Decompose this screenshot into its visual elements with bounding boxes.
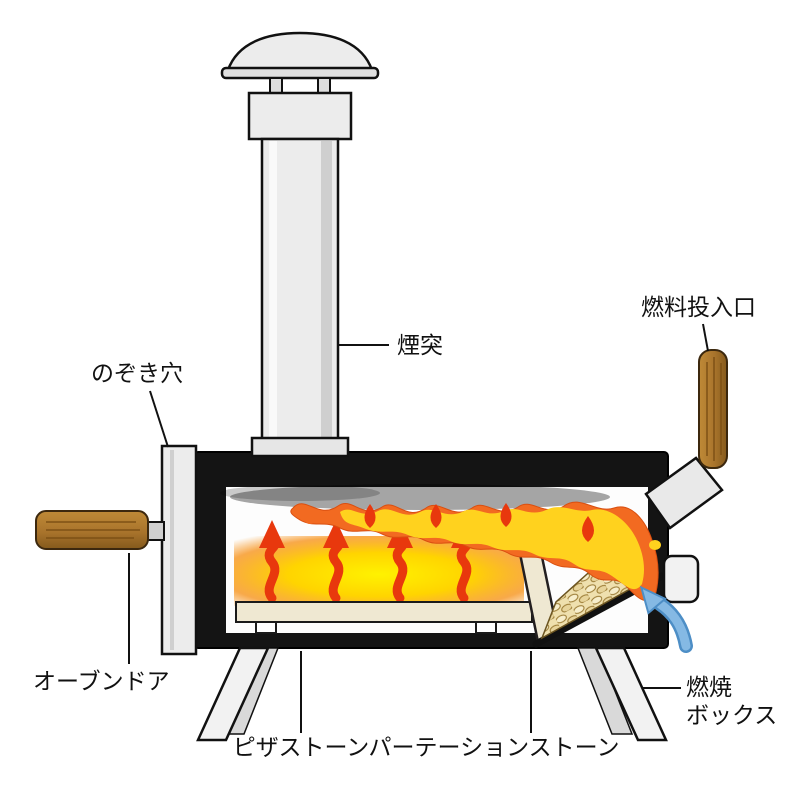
cap-post-left [269, 77, 283, 95]
label-pizza-stone: ピザストーン [233, 734, 370, 760]
left-front-leg [196, 646, 270, 742]
flame-accent [582, 516, 594, 542]
label-combustion-box-line1: 燃焼 [686, 674, 732, 700]
flame-inner [340, 507, 644, 590]
labels-group: 煙突 燃料投入口 のぞき穴 オーブンドア ピザストーン パーテーションストーン … [33, 294, 777, 760]
ash-latch [662, 554, 700, 604]
label-peephole: のぞき穴 [91, 360, 183, 386]
cap-post-right [317, 77, 331, 95]
smoke-haze-2 [220, 485, 380, 501]
pipe-flange [250, 436, 350, 458]
flame-droplet [649, 540, 661, 550]
flame-accent [500, 503, 512, 527]
right-front-leg [594, 646, 668, 742]
label-fuel-inlet: 燃料投入口 [641, 294, 756, 320]
oven-door-group [35, 444, 198, 656]
handle-wood-grain [46, 521, 140, 539]
heat-arrowhead [323, 520, 349, 548]
flames-group [290, 501, 661, 602]
pipe-shadow [321, 141, 332, 450]
leader-lines [128, 323, 709, 733]
flame-accent [364, 504, 376, 528]
air-arrow-tail [655, 599, 691, 651]
pizza-stone [235, 601, 533, 623]
chimney-cap-dome [226, 31, 374, 72]
stone-support-right [475, 621, 497, 634]
air-arrowhead [639, 585, 668, 615]
label-oven-door: オーブンドア [33, 668, 170, 694]
pipe-highlight [269, 141, 277, 450]
label-combustion-box-line2: ボックス [686, 702, 777, 728]
smoke-haze [230, 484, 610, 510]
legs-group [196, 646, 668, 742]
stone-support-left [255, 621, 277, 634]
flame-droplet [305, 516, 315, 524]
oven-door-plate [160, 444, 198, 656]
hopper-wood-grain [706, 357, 722, 461]
air-arrow-group [639, 585, 693, 653]
leader-peephole [149, 390, 169, 448]
leader-fuel-inlet [702, 323, 709, 352]
right-back-leg [576, 647, 634, 735]
chimney-collar [247, 91, 353, 141]
chimney-cap-brim [220, 66, 380, 80]
fuel-hopper-group [644, 349, 728, 604]
fuel-chute [644, 456, 724, 530]
heat-arrowhead [259, 520, 285, 548]
label-partition-stone: パーテーションストーン [369, 734, 620, 760]
label-chimney: 煙突 [397, 332, 443, 358]
chimney-group [220, 31, 380, 454]
flame-accent [430, 504, 442, 528]
